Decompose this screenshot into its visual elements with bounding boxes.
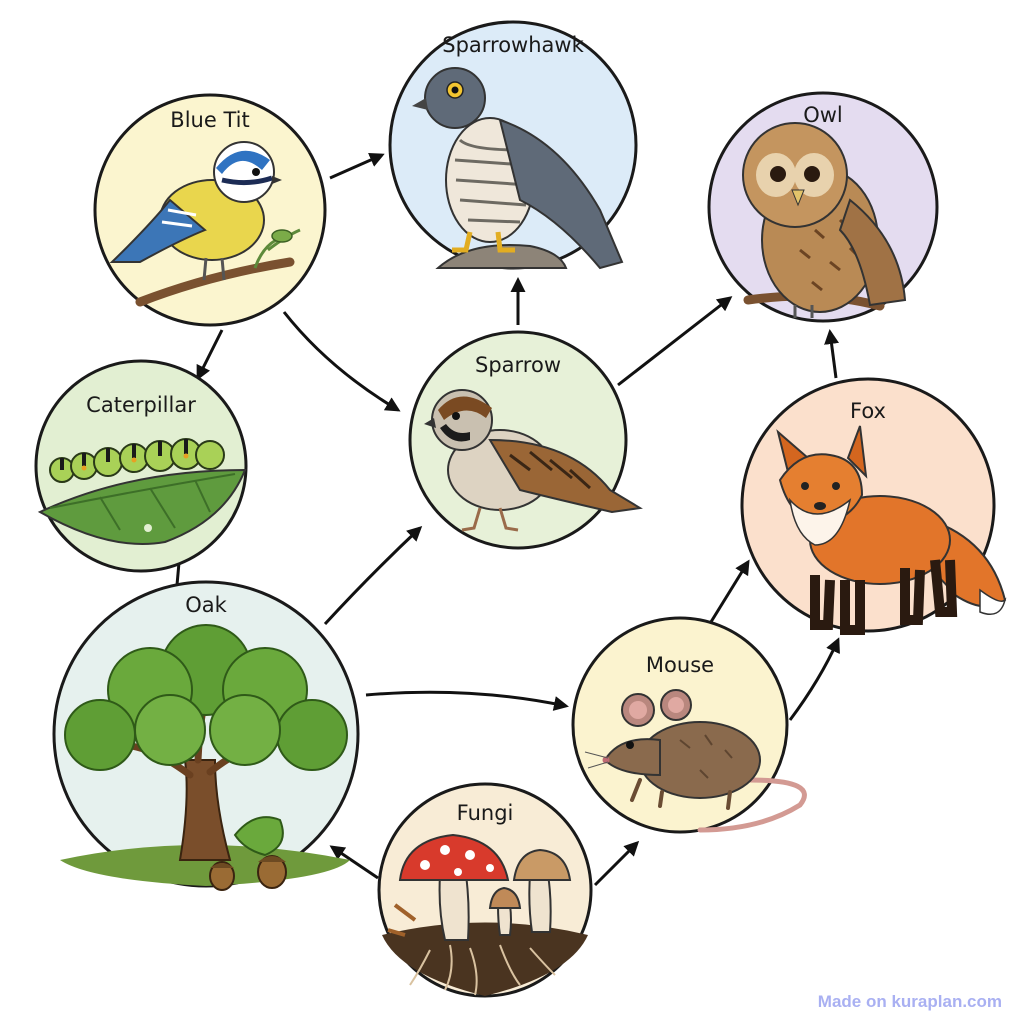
- arrow-oak-to-mouse: [365, 690, 569, 711]
- watermark-text: Made on kuraplan.com: [817, 992, 1002, 1011]
- arrow-sparrow-to-owl: [617, 296, 733, 387]
- fox-icon: [776, 425, 1007, 635]
- sparrow-icon: [424, 389, 643, 532]
- node-owl: Owl: [707, 91, 939, 323]
- node-label-sparrowhawk: Sparrowhawk: [442, 33, 584, 57]
- oak-tree-icon: [60, 624, 350, 891]
- arrow-blue-tit-to-sparrowhawk: [329, 152, 385, 180]
- arrow-mouse-to-fox-upper: [704, 559, 750, 631]
- node-label-caterpillar: Caterpillar: [86, 393, 196, 417]
- node-caterpillar: Caterpillar: [34, 359, 248, 573]
- node-label-blue-tit: Blue Tit: [170, 108, 249, 132]
- node-fox: Fox: [740, 377, 1007, 635]
- node-label-fungi: Fungi: [457, 801, 514, 825]
- node-label-mouse: Mouse: [646, 653, 714, 677]
- arrows-layer: [172, 152, 840, 887]
- mouse-icon: [584, 689, 807, 833]
- node-label-owl: Owl: [803, 103, 843, 127]
- sparrowhawk-icon: [412, 67, 624, 270]
- node-oak: Oak: [52, 580, 360, 891]
- arrow-blue-tit-to-caterpillar: [196, 329, 224, 381]
- mushroom-icon: [382, 833, 588, 996]
- node-blue-tit: Blue Tit: [93, 93, 327, 327]
- arrow-mouse-to-fox-lower: [788, 637, 840, 721]
- arrow-fungi-to-mouse: [593, 840, 640, 887]
- owl-icon: [742, 122, 907, 318]
- arrow-blue-tit-to-sparrow: [282, 311, 401, 412]
- arrow-fungi-to-oak: [329, 845, 379, 880]
- node-label-sparrow: Sparrow: [475, 353, 561, 377]
- arrow-oak-to-sparrow: [323, 525, 423, 626]
- node-sparrowhawk: Sparrowhawk: [388, 20, 638, 270]
- node-mouse: Mouse: [571, 616, 807, 834]
- caterpillar-icon: [37, 438, 247, 545]
- node-label-oak: Oak: [185, 593, 227, 617]
- arrow-fox-to-owl: [824, 329, 839, 379]
- node-sparrow: Sparrow: [408, 330, 643, 550]
- blue-tit-icon: [109, 141, 301, 307]
- node-label-fox: Fox: [850, 399, 886, 423]
- node-fungi: Fungi: [377, 782, 593, 998]
